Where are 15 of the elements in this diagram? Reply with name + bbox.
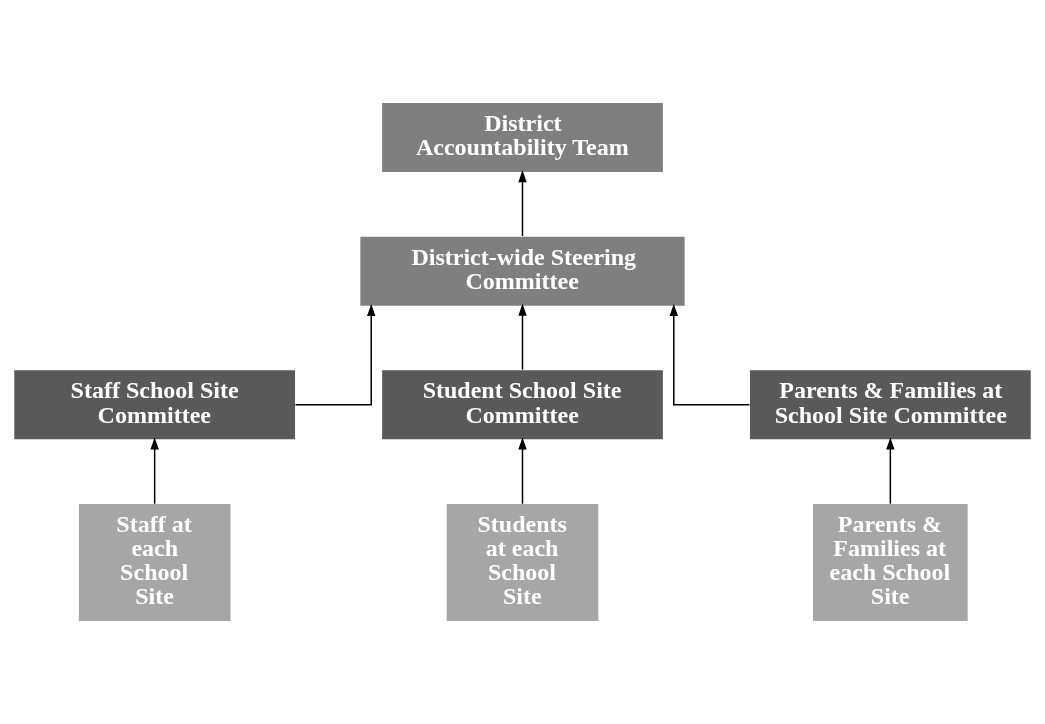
node-box: District Accountability Team — [382, 103, 663, 173]
arrow — [518, 170, 527, 237]
node-box: Parents & Families at each School Site — [813, 503, 968, 621]
arrow — [886, 437, 895, 505]
node-box: Staff School Site Committee — [14, 370, 296, 440]
node-box: Staff at each School Site — [78, 503, 231, 621]
arrow — [294, 304, 376, 406]
arrow — [518, 437, 527, 505]
node-box: Students at each School Site — [446, 503, 599, 621]
arrow — [150, 437, 159, 505]
node-box: Student School Site Committee — [382, 370, 663, 440]
node-box: Parents & Families at School Site Committee — [749, 370, 1031, 440]
arrow — [669, 304, 751, 406]
arrow — [518, 303, 527, 371]
node-box: District-wide Steering Committee — [360, 236, 685, 306]
